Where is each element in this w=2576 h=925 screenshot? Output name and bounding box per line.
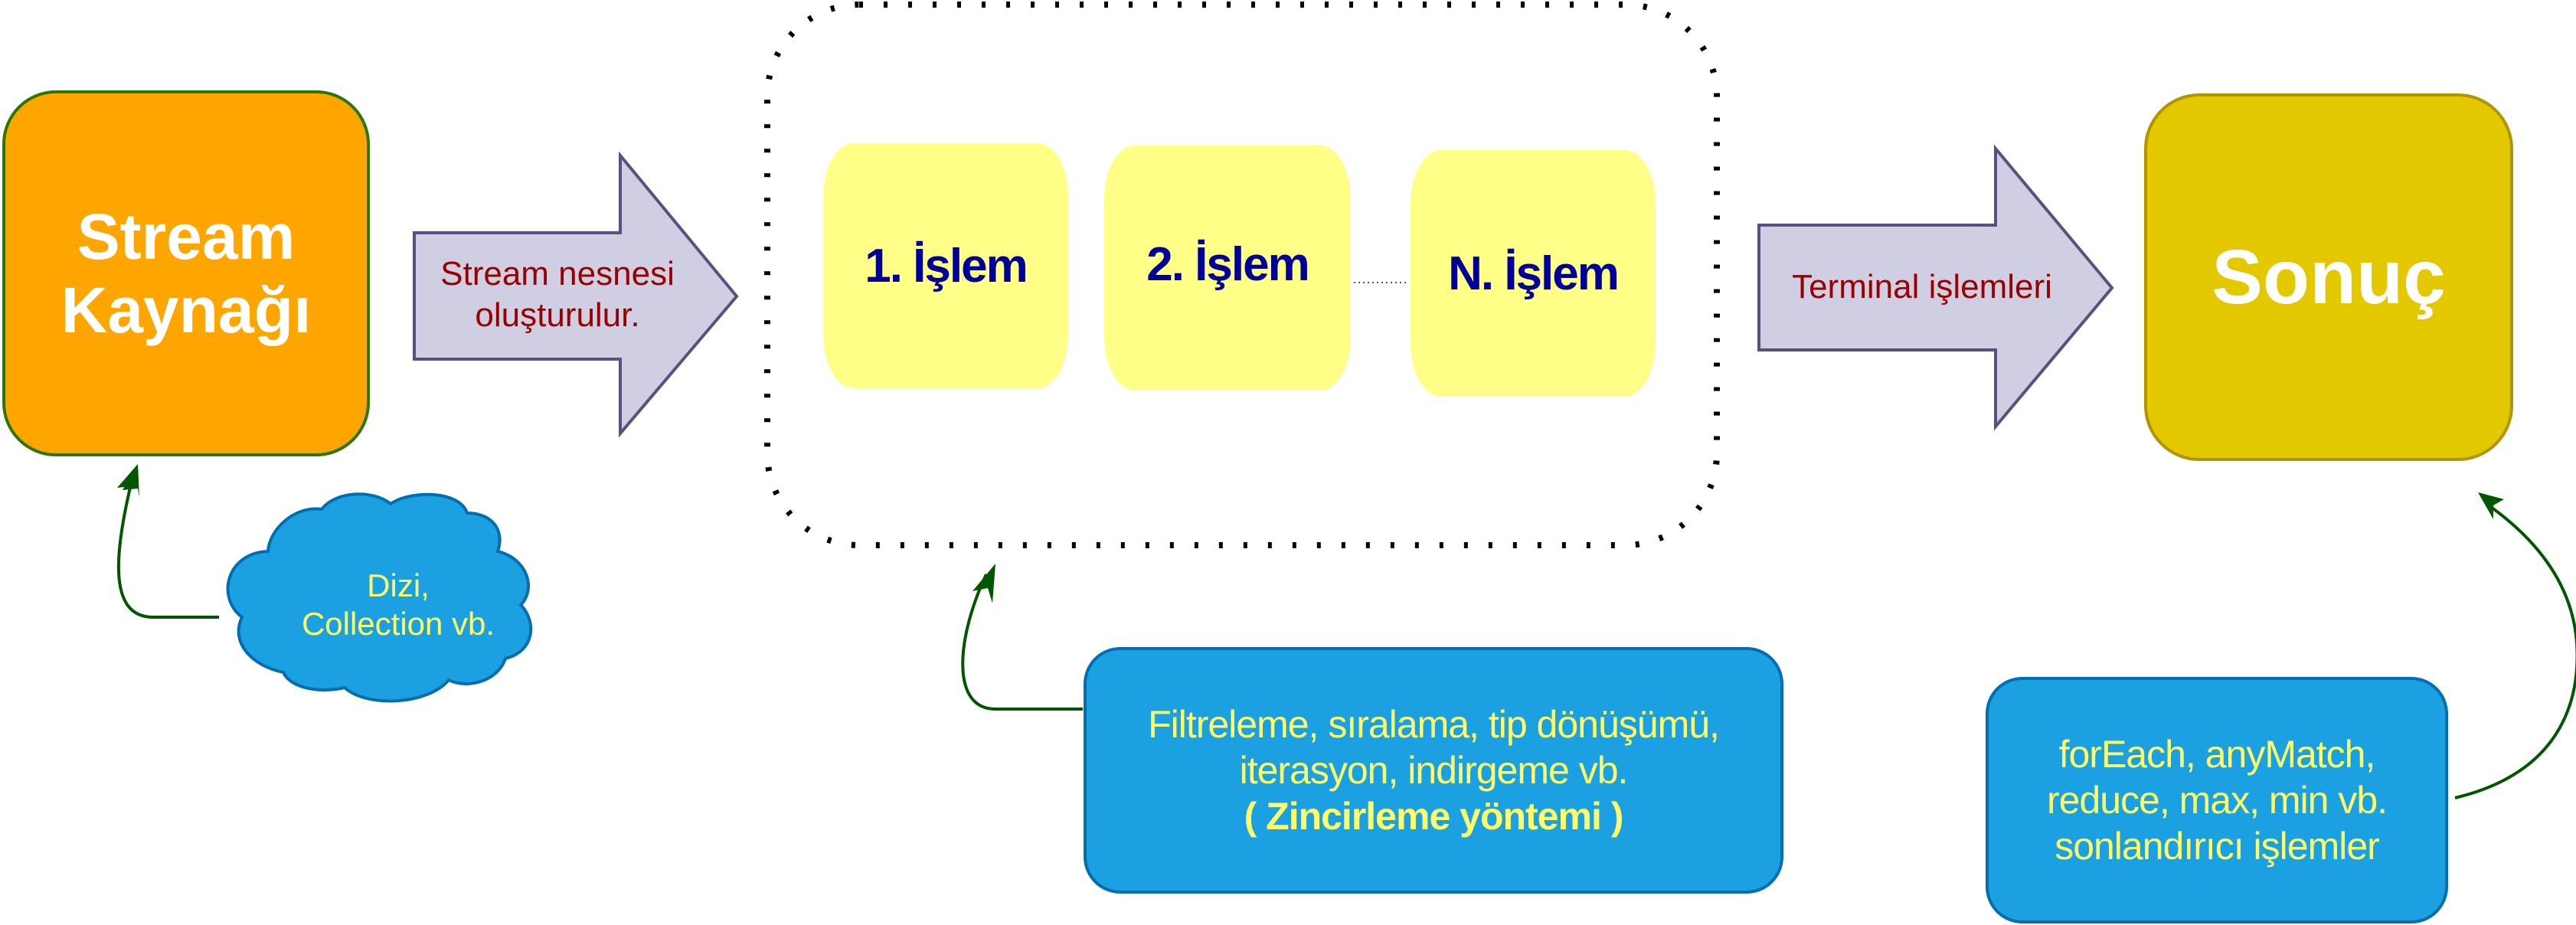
- source-cloud: Dizi, Collection vb.: [253, 551, 544, 659]
- intermediate-operations-note: Filtreleme, sıralama, tip dönüşümü, iter…: [1084, 647, 1783, 894]
- intermediate-note-line2: iterasyon, indirgeme vb.: [1239, 749, 1629, 792]
- terminal-note-line1: forEach, anyMatch,: [2058, 733, 2376, 776]
- terminal-note-to-result-connector: [2454, 504, 2576, 799]
- terminal-operations-arrow: [1757, 144, 2114, 431]
- terminal-arrow-label: Terminal işlemleri: [1792, 268, 2052, 306]
- terminal-note-line3: sonlandırıcı işlemler: [2055, 825, 2380, 868]
- result-node: Sonuç: [2144, 93, 2513, 461]
- terminal-arrow-text: Terminal işlemleri: [1761, 230, 2083, 345]
- operation-n-label: N. İşlem: [1448, 247, 1620, 300]
- stream-source-label-line1: Stream: [77, 201, 296, 273]
- note-to-container-connector: [961, 574, 1083, 711]
- create-stream-arrow-text: Stream nesnesi oluşturulur.: [420, 237, 695, 352]
- arrowhead-icon: [973, 564, 995, 603]
- arrowhead-icon: [117, 464, 138, 498]
- operation-2: 2. İşlem: [1104, 145, 1351, 391]
- source-cloud-line1: Dizi,: [367, 567, 430, 603]
- cloud-to-source-connector: [116, 480, 219, 619]
- intermediate-note-line1: Filtreleme, sıralama, tip dönüşümü,: [1148, 703, 1720, 746]
- arrowhead-icon: [2478, 492, 2504, 519]
- operation-n: N. İşlem: [1411, 150, 1656, 397]
- stream-source-node: Stream Kaynağı: [2, 90, 370, 456]
- terminal-note-line2: reduce, max, min vb.: [2046, 779, 2388, 822]
- create-stream-line2: oluşturulur.: [475, 296, 640, 334]
- operation-1: 1. İşlem: [823, 143, 1068, 388]
- terminal-operations-note: forEach, anyMatch, reduce, max, min vb. …: [1986, 677, 2448, 923]
- source-cloud-line2: Collection vb.: [301, 606, 495, 642]
- operations-container: [764, 2, 1720, 548]
- result-label: Sonuç: [2212, 234, 2446, 320]
- create-stream-line1: Stream nesnesi: [440, 255, 675, 293]
- operation-1-label: 1. İşlem: [865, 239, 1028, 293]
- intermediate-note-line3: ( Zincirleme yöntemi ): [1244, 795, 1624, 838]
- create-stream-arrow: [413, 151, 739, 438]
- source-cloud-shape: [226, 492, 532, 703]
- operation-2-label: 2. İşlem: [1146, 237, 1309, 291]
- stream-source-label-line2: Kaynağı: [60, 274, 312, 346]
